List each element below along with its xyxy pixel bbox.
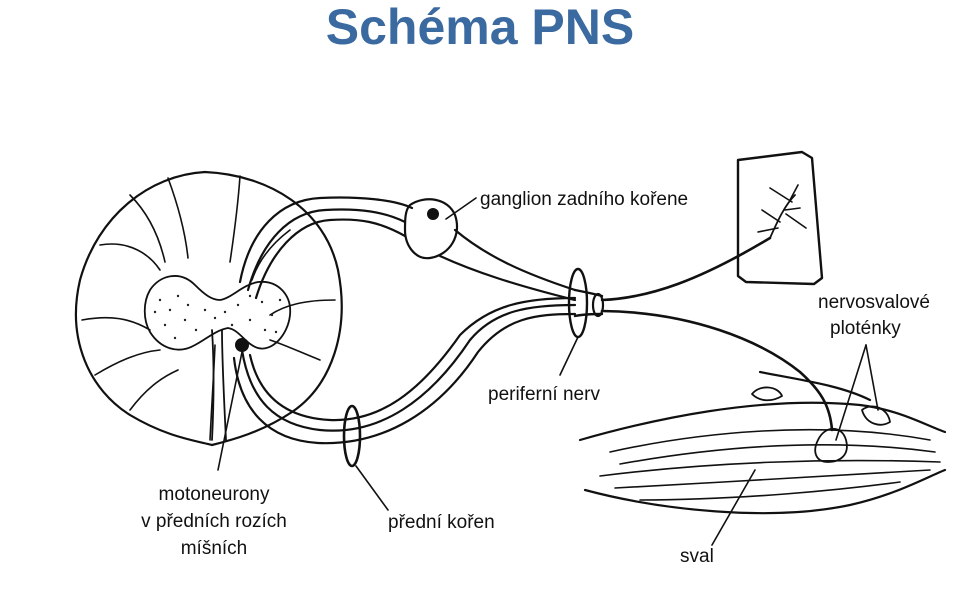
label-motoneurons-line1: motoneurony bbox=[159, 484, 270, 505]
label-nmj-line2: ploténky bbox=[830, 318, 901, 339]
dorsal-root bbox=[238, 196, 577, 302]
label-peripheral-nerve: periferní nerv bbox=[488, 384, 600, 405]
label-anterior-root: přední kořen bbox=[388, 512, 495, 533]
ventral-root bbox=[232, 296, 577, 468]
label-motoneurons-line2: v předních rozích bbox=[141, 511, 287, 532]
page-title: Schéma PNS bbox=[325, 0, 635, 55]
label-muscle: sval bbox=[680, 546, 714, 567]
peripheral-nerve bbox=[567, 236, 872, 432]
label-ganglion: ganglion zadního kořene bbox=[480, 189, 688, 210]
spinal-cord bbox=[75, 170, 343, 447]
leader-lines bbox=[217, 197, 879, 546]
skin-receptor bbox=[736, 150, 824, 286]
label-motoneurons-line3: míšních bbox=[181, 538, 248, 559]
label-nmj-line1: nervosvalové bbox=[818, 292, 930, 313]
muscle bbox=[578, 386, 947, 515]
